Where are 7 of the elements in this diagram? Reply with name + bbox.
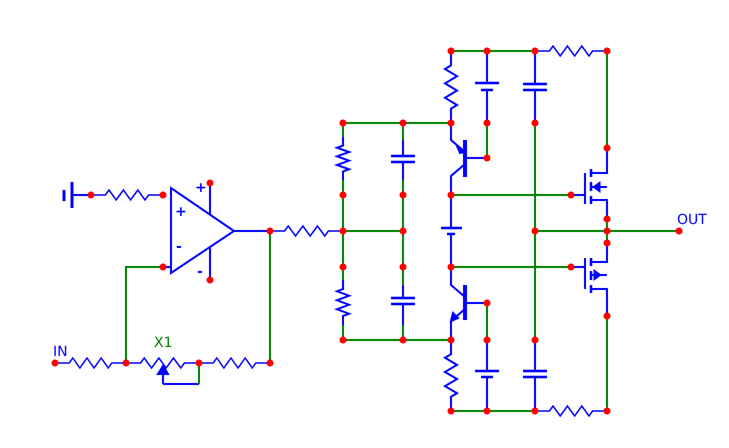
terminal-label: OUT — [677, 213, 707, 227]
pin-label: - — [197, 265, 203, 279]
component-label: X1 — [154, 336, 172, 350]
pin-label: + — [195, 181, 207, 195]
terminal-label: IN — [53, 345, 68, 359]
pin-label: + — [175, 205, 187, 219]
pin-label: - — [176, 240, 182, 254]
